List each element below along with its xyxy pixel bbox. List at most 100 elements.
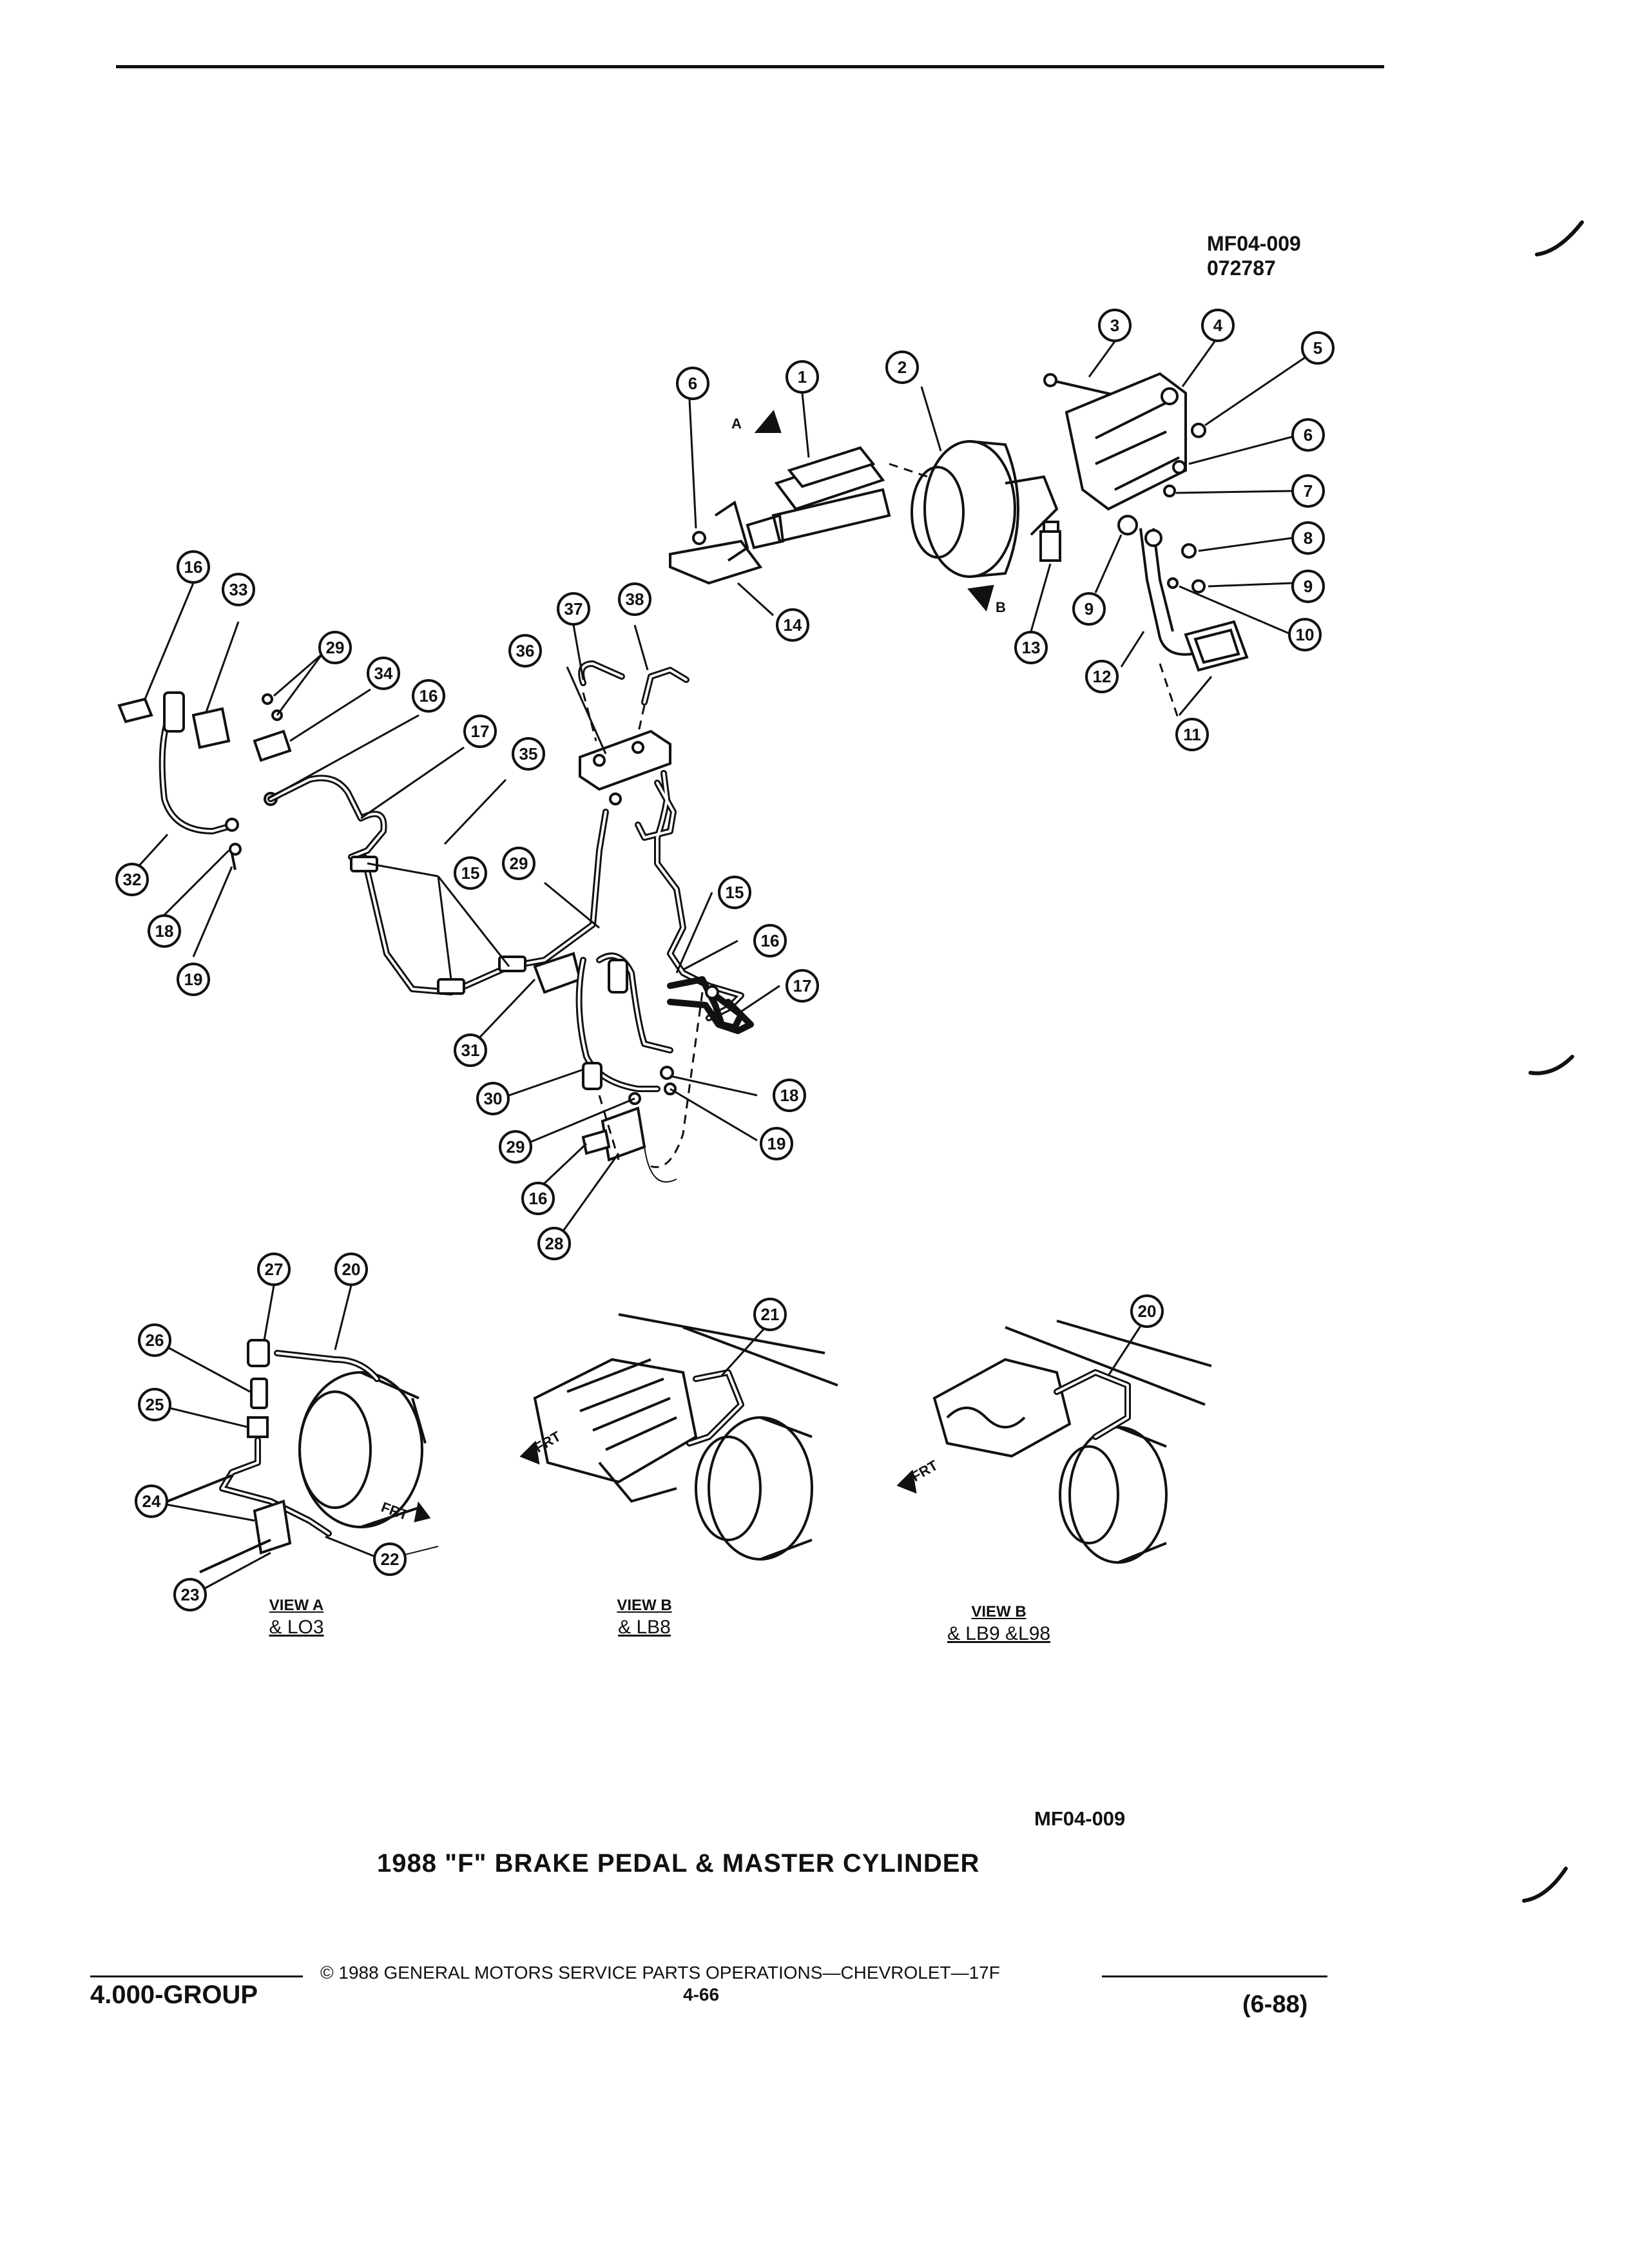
callout-19b: 19 bbox=[760, 1127, 793, 1160]
svg-text:A: A bbox=[731, 416, 742, 432]
view-b2-title: VIEW B bbox=[971, 1603, 1027, 1620]
svg-text:37: 37 bbox=[564, 599, 583, 619]
svg-text:19: 19 bbox=[767, 1134, 786, 1153]
clip-16-left bbox=[117, 697, 153, 724]
callout-16c: 16 bbox=[753, 924, 787, 957]
svg-text:17: 17 bbox=[471, 722, 490, 741]
callout-17b: 17 bbox=[786, 969, 819, 1003]
callout-3: 3 bbox=[1098, 309, 1132, 342]
binder-tick-top bbox=[1535, 220, 1584, 256]
revision-date: (6-88) bbox=[1242, 1991, 1308, 2018]
svg-text:18: 18 bbox=[780, 1086, 799, 1105]
callout-15a: 15 bbox=[454, 856, 487, 890]
svg-text:29: 29 bbox=[326, 638, 345, 657]
svg-text:29: 29 bbox=[506, 1137, 525, 1157]
callout-10: 10 bbox=[1288, 618, 1322, 651]
svg-text:6: 6 bbox=[1304, 425, 1313, 445]
view-b2-caption: VIEW B & LB9 &L98 bbox=[921, 1601, 1076, 1645]
view-a-subtitle: & LO3 bbox=[269, 1617, 324, 1638]
svg-text:35: 35 bbox=[519, 744, 538, 764]
view-a-caption: VIEW A & LO3 bbox=[248, 1595, 345, 1639]
svg-text:15: 15 bbox=[461, 863, 480, 883]
svg-text:15: 15 bbox=[726, 883, 744, 902]
callout-18b: 18 bbox=[773, 1079, 806, 1112]
svg-text:16: 16 bbox=[184, 557, 203, 577]
view-b1-illustration: FRT 21 bbox=[519, 1298, 838, 1561]
callout-24: 24 bbox=[135, 1485, 168, 1518]
svg-text:5: 5 bbox=[1313, 338, 1322, 358]
view-b2-illustration: FRT 20 bbox=[896, 1294, 1212, 1564]
callout-14: 14 bbox=[776, 608, 809, 642]
svg-text:7: 7 bbox=[1304, 481, 1313, 501]
combination-valve-36 bbox=[579, 729, 671, 791]
svg-text:19: 19 bbox=[184, 970, 203, 989]
svg-text:27: 27 bbox=[265, 1260, 284, 1279]
svg-text:29: 29 bbox=[510, 854, 528, 873]
bracket-28 bbox=[601, 1106, 646, 1162]
svg-text:17: 17 bbox=[793, 976, 812, 995]
brake-lines-group bbox=[117, 660, 754, 1183]
callout-9b: 9 bbox=[1291, 570, 1325, 603]
callout-16b: 16 bbox=[412, 679, 445, 713]
callout-36: 36 bbox=[508, 634, 542, 668]
callout-20a: 20 bbox=[334, 1253, 368, 1286]
master-cylinder-group bbox=[669, 440, 1059, 585]
binder-tick-middle bbox=[1528, 1055, 1574, 1075]
callout-13: 13 bbox=[1014, 631, 1048, 664]
callout-34: 34 bbox=[367, 657, 400, 690]
pin-7 bbox=[1163, 485, 1176, 497]
callout-5: 5 bbox=[1301, 331, 1335, 365]
svg-text:16: 16 bbox=[529, 1189, 548, 1208]
callout-18a: 18 bbox=[148, 914, 181, 948]
callouts: 1 2 3 4 5 6 6 7 8 9 9 10 11 12 13 14 15 … bbox=[115, 309, 1335, 1260]
callout-30: 30 bbox=[476, 1082, 510, 1115]
copyright-line: © 1988 GENERAL MOTORS SERVICE PARTS OPER… bbox=[320, 1963, 1000, 1983]
view-a-illustration: FRT 27 20 26 25 24 23 22 bbox=[135, 1253, 439, 1611]
view-b2-subtitle: & LB9 &L98 bbox=[947, 1623, 1051, 1644]
callout-27: 27 bbox=[257, 1253, 291, 1286]
callout-8: 8 bbox=[1291, 521, 1325, 555]
callout-32: 32 bbox=[115, 863, 149, 896]
page-number: 4-66 bbox=[683, 1984, 720, 2004]
top-rule bbox=[116, 65, 1384, 68]
callout-6a: 6 bbox=[676, 367, 709, 400]
figure-title: 1988 "F" BRAKE PEDAL & MASTER CYLINDER bbox=[377, 1849, 980, 1878]
callout-22: 22 bbox=[373, 1542, 407, 1576]
switch-13 bbox=[1039, 530, 1061, 562]
svg-text:18: 18 bbox=[155, 921, 174, 941]
reference-date: 072787 bbox=[1207, 256, 1276, 280]
view-b1-title: VIEW B bbox=[617, 1597, 672, 1614]
callout-29a: 29 bbox=[318, 631, 352, 664]
svg-text:21: 21 bbox=[761, 1305, 780, 1324]
callout-19a: 19 bbox=[177, 963, 210, 996]
svg-text:22: 22 bbox=[381, 1550, 400, 1569]
svg-text:31: 31 bbox=[461, 1041, 480, 1060]
nut-6 bbox=[1172, 460, 1186, 474]
svg-text:8: 8 bbox=[1304, 528, 1313, 548]
binder-tick-bottom bbox=[1522, 1867, 1568, 1903]
callout-26: 26 bbox=[138, 1323, 171, 1357]
svg-text:30: 30 bbox=[484, 1089, 503, 1108]
svg-text:28: 28 bbox=[545, 1234, 564, 1253]
callout-37: 37 bbox=[557, 592, 590, 626]
svg-text:2: 2 bbox=[898, 358, 907, 377]
bracket-14 bbox=[669, 539, 763, 585]
callout-28: 28 bbox=[537, 1227, 571, 1260]
svg-text:20: 20 bbox=[1138, 1302, 1157, 1321]
view-arrows: A B bbox=[731, 409, 1006, 615]
svg-text:36: 36 bbox=[516, 641, 535, 660]
callout-4: 4 bbox=[1201, 309, 1235, 342]
pedal-bracket-group bbox=[1039, 372, 1249, 722]
svg-text:11: 11 bbox=[1183, 725, 1201, 744]
svg-text:38: 38 bbox=[626, 590, 644, 609]
callout-25: 25 bbox=[138, 1388, 171, 1421]
callout-33: 33 bbox=[222, 573, 255, 606]
brake-pedal-12 bbox=[1139, 528, 1193, 656]
callout-29c: 29 bbox=[499, 1130, 532, 1164]
view-b1-subtitle: & LB8 bbox=[618, 1617, 671, 1638]
view-a-title: VIEW A bbox=[269, 1597, 324, 1614]
callout-11: 11 bbox=[1175, 718, 1209, 751]
callout-23: 23 bbox=[173, 1578, 207, 1611]
view-b-arrow bbox=[967, 584, 994, 612]
